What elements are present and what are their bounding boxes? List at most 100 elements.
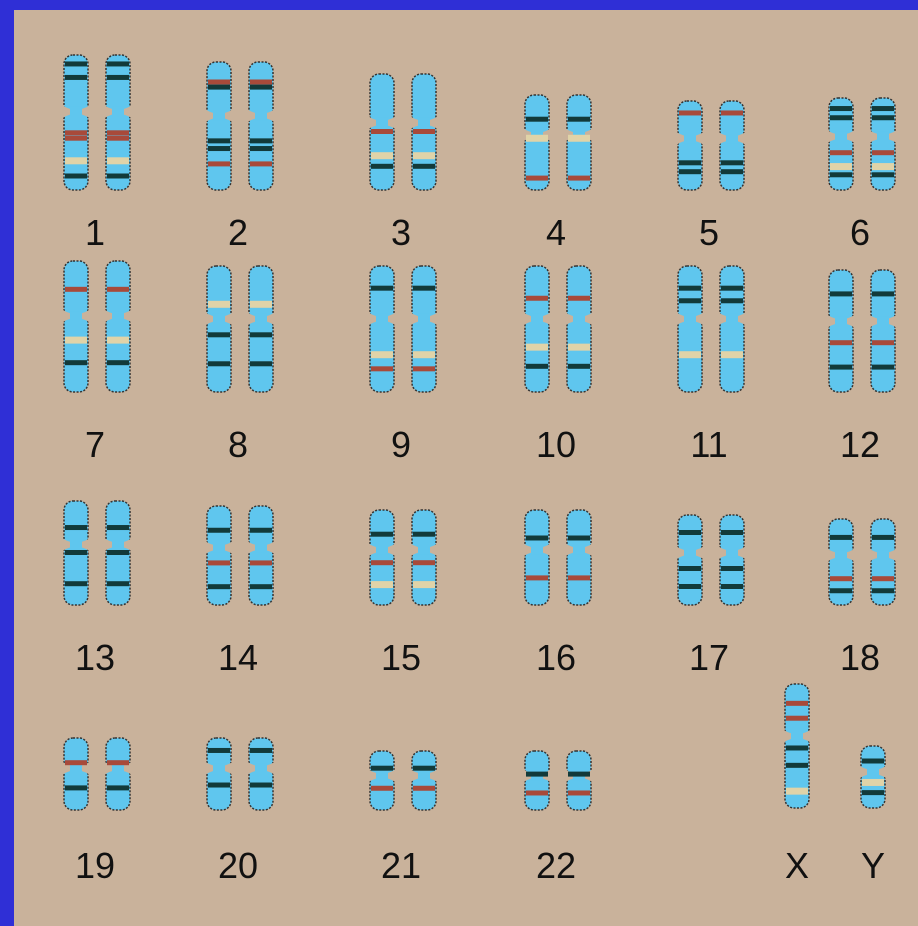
band bbox=[107, 157, 129, 164]
band bbox=[568, 135, 590, 142]
band bbox=[721, 110, 743, 115]
band bbox=[65, 550, 87, 555]
chromosome-3-b bbox=[411, 74, 437, 190]
band bbox=[568, 296, 590, 301]
band bbox=[371, 366, 393, 371]
band bbox=[65, 130, 87, 135]
pair-label-4: 4 bbox=[546, 212, 566, 253]
chromosome-2-b bbox=[248, 62, 274, 190]
chromosome-15-b bbox=[411, 510, 437, 605]
band bbox=[526, 575, 548, 580]
pair-label-19: 19 bbox=[75, 845, 115, 886]
band bbox=[679, 530, 701, 535]
band bbox=[107, 174, 129, 179]
chromosome-11-b bbox=[719, 266, 745, 392]
band bbox=[371, 152, 393, 159]
band bbox=[568, 344, 590, 351]
band bbox=[679, 351, 701, 358]
band bbox=[208, 783, 230, 788]
chromosome-6-b bbox=[870, 98, 896, 190]
pair-label-1: 1 bbox=[85, 212, 105, 253]
band bbox=[371, 581, 393, 588]
band bbox=[721, 286, 743, 291]
chromosome-7-b bbox=[105, 261, 131, 392]
band bbox=[65, 75, 87, 80]
band bbox=[679, 160, 701, 165]
pair-label-12: 12 bbox=[840, 424, 880, 465]
band bbox=[371, 129, 393, 134]
chromosome-2-a bbox=[206, 62, 232, 190]
chromosome-17-a bbox=[677, 515, 703, 605]
band bbox=[526, 536, 548, 541]
band bbox=[65, 760, 87, 765]
band bbox=[786, 701, 808, 706]
band bbox=[371, 560, 393, 565]
sex-label-Y: Y bbox=[861, 845, 885, 886]
band bbox=[208, 85, 230, 90]
band bbox=[721, 298, 743, 303]
chromosome-18-a bbox=[828, 519, 854, 605]
band bbox=[526, 176, 548, 181]
band bbox=[413, 351, 435, 358]
chromosome-22-a bbox=[524, 751, 550, 810]
band bbox=[65, 136, 87, 141]
pair-label-3: 3 bbox=[391, 212, 411, 253]
band bbox=[872, 106, 894, 111]
band bbox=[65, 157, 87, 164]
pair-label-6: 6 bbox=[850, 212, 870, 253]
band bbox=[872, 576, 894, 581]
band bbox=[568, 364, 590, 369]
chromosome-6-a bbox=[828, 98, 854, 190]
band bbox=[830, 115, 852, 120]
band bbox=[568, 117, 590, 122]
band bbox=[250, 361, 272, 366]
band bbox=[107, 337, 129, 344]
pair-label-17: 17 bbox=[689, 637, 729, 678]
pair-label-7: 7 bbox=[85, 424, 105, 465]
band bbox=[250, 161, 272, 166]
band bbox=[872, 163, 894, 170]
chromosome-5-a bbox=[677, 101, 703, 190]
band bbox=[526, 117, 548, 122]
band bbox=[413, 366, 435, 371]
band bbox=[250, 138, 272, 143]
band bbox=[208, 332, 230, 337]
band bbox=[830, 576, 852, 581]
pair-label-16: 16 bbox=[536, 637, 576, 678]
band bbox=[250, 528, 272, 533]
band bbox=[872, 535, 894, 540]
band bbox=[65, 174, 87, 179]
band bbox=[250, 332, 272, 337]
band bbox=[830, 535, 852, 540]
band bbox=[250, 584, 272, 589]
band bbox=[413, 129, 435, 134]
chromosome-1-b bbox=[105, 55, 131, 190]
band bbox=[413, 560, 435, 565]
band bbox=[250, 79, 272, 84]
band bbox=[371, 164, 393, 169]
chromosome-19-b bbox=[105, 738, 131, 810]
band bbox=[526, 135, 548, 142]
band bbox=[107, 287, 129, 292]
band bbox=[250, 783, 272, 788]
chromosome-21-a bbox=[369, 751, 395, 810]
pair-label-21: 21 bbox=[381, 845, 421, 886]
band bbox=[208, 79, 230, 84]
sex-label-X: X bbox=[785, 845, 809, 886]
chromosome-20-a bbox=[206, 738, 232, 810]
pair-label-22: 22 bbox=[536, 845, 576, 886]
band bbox=[721, 584, 743, 589]
chromosome-12-a bbox=[828, 270, 854, 392]
chromosome-11-a bbox=[677, 266, 703, 392]
chromosome-7-a bbox=[63, 261, 89, 392]
chromosome-19-a bbox=[63, 738, 89, 810]
band bbox=[872, 115, 894, 120]
band bbox=[65, 61, 87, 66]
chromosome-4-a bbox=[524, 95, 550, 190]
chromosome-16-a bbox=[524, 510, 550, 605]
band bbox=[65, 785, 87, 790]
band bbox=[413, 532, 435, 537]
band bbox=[107, 785, 129, 790]
band bbox=[65, 287, 87, 292]
